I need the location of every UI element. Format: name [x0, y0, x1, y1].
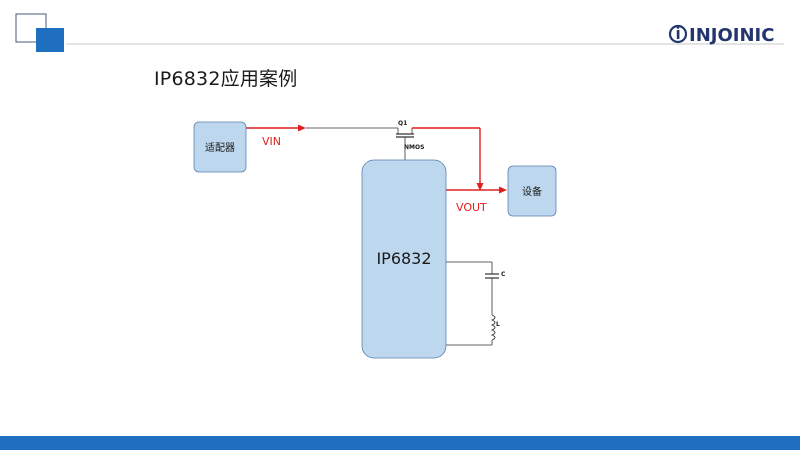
chip-label: IP6832 — [376, 249, 431, 268]
vin-arrowhead — [298, 124, 306, 132]
ip6832-chip: IP6832 — [361, 159, 447, 359]
footer-bar — [0, 436, 800, 450]
device-label: 设备 — [522, 185, 542, 198]
capacitor-label: C — [501, 271, 506, 278]
logo-text: INJOINIC — [689, 25, 774, 46]
corner-squares-decoration — [15, 13, 64, 52]
vin-label: VIN — [262, 135, 281, 148]
q1-label: Q1 — [398, 120, 407, 127]
adapter-box: 适配器 — [193, 121, 247, 173]
lc-circuit: C L — [446, 261, 506, 346]
device-box: 设备 — [507, 165, 557, 217]
q1-output-arrowhead — [476, 183, 484, 191]
logo-icon — [668, 24, 688, 44]
vout-label: VOUT — [456, 201, 487, 214]
adapter-label: 适配器 — [205, 142, 235, 154]
brand-logo: INJOINIC — [668, 24, 774, 46]
slide-title: IP6832应用案例 — [154, 68, 298, 90]
logo-icon-dot — [676, 26, 680, 29]
inductor-label: L — [496, 321, 500, 328]
vout-arrowhead — [499, 186, 507, 194]
inductor-coil — [490, 314, 496, 341]
nmos-transistor-q1: Q1 NMOS — [396, 120, 424, 160]
logo-icon-stem — [676, 30, 680, 39]
nmos-label: NMOS — [404, 144, 424, 151]
